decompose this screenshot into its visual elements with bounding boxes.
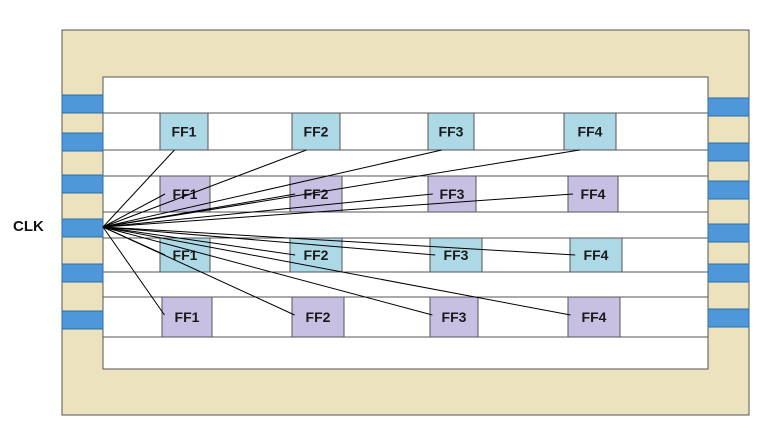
ff-label: FF3	[444, 247, 469, 263]
ff-cell-row-2-ff1: FF1	[159, 175, 211, 213]
clock-wire	[102, 226, 576, 256]
ff-cell-row-1-ff3: FF3	[427, 112, 475, 151]
ff-box	[429, 237, 483, 273]
right-io-pads	[707, 97, 750, 328]
clock-wire	[102, 193, 166, 228]
ff-cell-row-4-ff2: FF2	[291, 296, 345, 338]
ff-cell-row-1-ff2: FF2	[291, 112, 341, 151]
ff-box	[159, 237, 211, 273]
io-pad	[61, 310, 104, 330]
ff-label: FF3	[439, 124, 464, 140]
ff-label: FF3	[442, 309, 467, 325]
ff-box	[567, 175, 619, 213]
ff-box	[563, 112, 617, 151]
left-io-pads	[61, 94, 104, 330]
ff-box	[291, 296, 345, 338]
io-pad	[707, 97, 750, 117]
ff-label: FF3	[440, 186, 465, 202]
ff-label: FF2	[306, 309, 331, 325]
io-pad	[707, 180, 750, 200]
ff-label: FF4	[582, 309, 607, 325]
clock-wire	[102, 149, 442, 228]
ff-box	[159, 175, 211, 213]
clock-wire	[102, 226, 571, 316]
ff-cell-row-4-ff1: FF1	[161, 296, 213, 338]
ff-label: FF2	[304, 247, 329, 263]
ff-label: FF2	[304, 124, 329, 140]
ff-label: FF4	[581, 186, 606, 202]
ff-cell-row-2-ff2: FF2	[289, 175, 343, 213]
ff-cell-row-3-ff4: FF4	[569, 237, 623, 273]
io-pad	[707, 142, 750, 162]
ff-label: FF2	[304, 186, 329, 202]
io-pad	[61, 94, 104, 114]
ff-label: FF1	[172, 124, 197, 140]
io-pad	[707, 223, 750, 243]
io-pad	[707, 263, 750, 283]
clock-wires	[102, 149, 580, 316]
ff-cell-row-2-ff3: FF3	[427, 175, 477, 213]
ff-label: FF4	[584, 247, 609, 263]
io-pad	[61, 218, 104, 238]
clock-wire	[102, 193, 433, 228]
clock-wire	[102, 226, 296, 256]
ff-cell-row-1-ff1: FF1	[159, 112, 209, 151]
ff-cell-row-4-ff3: FF3	[429, 296, 479, 338]
ff-box	[429, 296, 479, 338]
clock-wire	[102, 193, 574, 228]
ff-label: FF1	[175, 309, 200, 325]
clock-wire	[102, 226, 436, 256]
ff-cell-row-4-ff4: FF4	[567, 296, 621, 338]
clock-wire	[102, 149, 307, 228]
clock-wire	[102, 149, 580, 228]
clk-label: CLK	[13, 218, 44, 235]
clock-wire	[102, 226, 295, 316]
clock-wire	[102, 149, 175, 228]
ff-box	[159, 112, 209, 151]
ff-label: FF4	[578, 124, 603, 140]
ff-box	[291, 112, 341, 151]
ff-box	[161, 296, 213, 338]
io-pad	[61, 132, 104, 152]
ff-cell-row-2-ff4: FF4	[567, 175, 619, 213]
ff-box	[427, 112, 475, 151]
io-pad	[61, 263, 104, 283]
clock-wire	[102, 226, 165, 316]
clock-wire	[102, 226, 433, 316]
clock-wire	[102, 193, 296, 228]
ff-cell-row-3-ff1: FF1	[159, 237, 211, 273]
ff-cell-row-1-ff4: FF4	[563, 112, 617, 151]
io-pad	[707, 308, 750, 328]
io-pad	[61, 174, 104, 194]
ff-cell-row-3-ff3: FF3	[429, 237, 483, 273]
ff-box	[567, 296, 621, 338]
